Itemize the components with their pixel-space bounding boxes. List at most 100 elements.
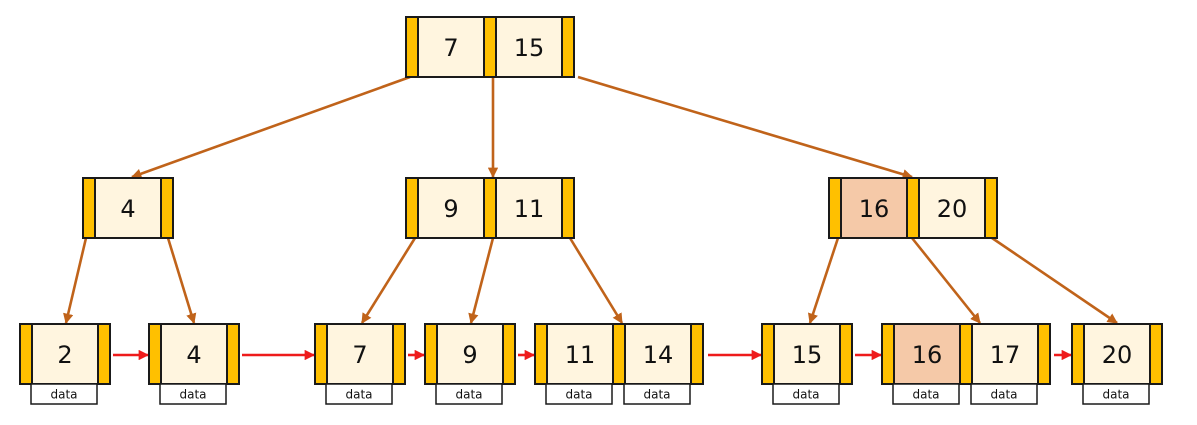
pointer-cell xyxy=(82,177,96,239)
data-box xyxy=(545,383,613,405)
data-label: data xyxy=(455,388,482,402)
key-label: 17 xyxy=(990,341,1021,369)
data-box xyxy=(970,383,1038,405)
pointer-cell xyxy=(160,177,174,239)
data-box xyxy=(435,383,503,405)
key-cell xyxy=(971,323,1039,385)
pointer-cell xyxy=(314,323,328,385)
pointer-cell xyxy=(612,323,626,385)
pointer-cell xyxy=(561,16,575,78)
leaf-node-3: 9 data xyxy=(424,323,516,405)
data-label: data xyxy=(345,388,372,402)
tree-edge-2 xyxy=(577,75,913,180)
data-box xyxy=(772,383,840,405)
pointer-cell xyxy=(534,323,548,385)
data-box xyxy=(1082,383,1150,405)
data-label: data xyxy=(179,388,206,402)
key-cell xyxy=(495,16,563,78)
pointer-cell xyxy=(984,177,998,239)
pointer-cell xyxy=(502,323,516,385)
pointer-cell xyxy=(1037,323,1051,385)
key-label: 9 xyxy=(443,195,458,223)
pointer-cell xyxy=(424,323,438,385)
pointer-cell xyxy=(148,323,162,385)
data-box xyxy=(623,383,691,405)
key-label: 11 xyxy=(514,195,545,223)
key-label: 14 xyxy=(643,341,674,369)
pointer-cell xyxy=(561,177,575,239)
key-label: 9 xyxy=(462,341,477,369)
key-cell xyxy=(624,323,692,385)
key-label: 20 xyxy=(1102,341,1133,369)
tree-edge-7 xyxy=(568,237,624,324)
pointer-cell xyxy=(761,323,775,385)
pointer-cell xyxy=(881,323,895,385)
tree-edge-6 xyxy=(468,237,495,325)
pointer-cell xyxy=(19,323,33,385)
tree-edges xyxy=(63,75,1118,325)
leaf-node-7: 20 data xyxy=(1071,323,1163,405)
data-box xyxy=(892,383,960,405)
leaf-node-1: 4 data xyxy=(148,323,240,405)
key-label: 7 xyxy=(352,341,367,369)
pointer-cell xyxy=(839,323,853,385)
tree-edge-9 xyxy=(910,237,982,324)
data-label: data xyxy=(50,388,77,402)
key-cell xyxy=(326,323,394,385)
leaf-node-0: 2 data xyxy=(19,323,111,405)
pointer-cell xyxy=(1071,323,1085,385)
tree-edge-0 xyxy=(131,75,411,179)
pointer-cell xyxy=(828,177,842,239)
leaf-node-4: 11 data 14 data xyxy=(534,323,704,405)
internal-node-0: 4 xyxy=(82,177,174,239)
tree-edge-3 xyxy=(63,237,88,325)
tree-edge-4 xyxy=(166,237,197,324)
pointer-cell xyxy=(906,177,920,239)
tree-edge-8 xyxy=(807,237,840,324)
key-cell xyxy=(31,323,99,385)
key-cell xyxy=(773,323,841,385)
data-box xyxy=(30,383,98,405)
data-label: data xyxy=(565,388,592,402)
tree-edge-10 xyxy=(991,236,1118,325)
leaf-node-2: 7 data xyxy=(314,323,406,405)
data-label: data xyxy=(990,388,1017,402)
pointer-cell xyxy=(405,177,419,239)
key-cell xyxy=(546,323,614,385)
data-label: data xyxy=(792,388,819,402)
key-label: 2 xyxy=(57,341,72,369)
key-label: 20 xyxy=(937,195,968,223)
key-label: 16 xyxy=(859,195,890,223)
key-label: 15 xyxy=(792,341,823,369)
pointer-cell xyxy=(1149,323,1163,385)
pointer-cell xyxy=(483,16,497,78)
leaf-node-6: 16 data 17 data xyxy=(881,323,1051,405)
key-cell xyxy=(417,177,485,239)
key-label: 4 xyxy=(186,341,201,369)
tree-edge-5 xyxy=(360,237,417,324)
pointer-cell xyxy=(97,323,111,385)
pointer-cell xyxy=(483,177,497,239)
key-label: 15 xyxy=(514,34,545,62)
data-label: data xyxy=(912,388,939,402)
key-label: 16 xyxy=(912,341,943,369)
pointer-cell xyxy=(226,323,240,385)
pointer-cell xyxy=(959,323,973,385)
data-box xyxy=(159,383,227,405)
pointer-cell xyxy=(405,16,419,78)
key-label: 7 xyxy=(443,34,458,62)
data-label: data xyxy=(643,388,670,402)
key-label: 11 xyxy=(565,341,596,369)
pointer-cell xyxy=(690,323,704,385)
pointer-cell xyxy=(392,323,406,385)
key-label: 4 xyxy=(120,195,135,223)
data-box xyxy=(325,383,393,405)
root-node-0: 7 15 xyxy=(405,16,575,78)
leaf-node-5: 15 data xyxy=(761,323,853,405)
data-label: data xyxy=(1102,388,1129,402)
key-cell xyxy=(840,177,908,239)
internal-node-1: 9 11 xyxy=(405,177,575,239)
